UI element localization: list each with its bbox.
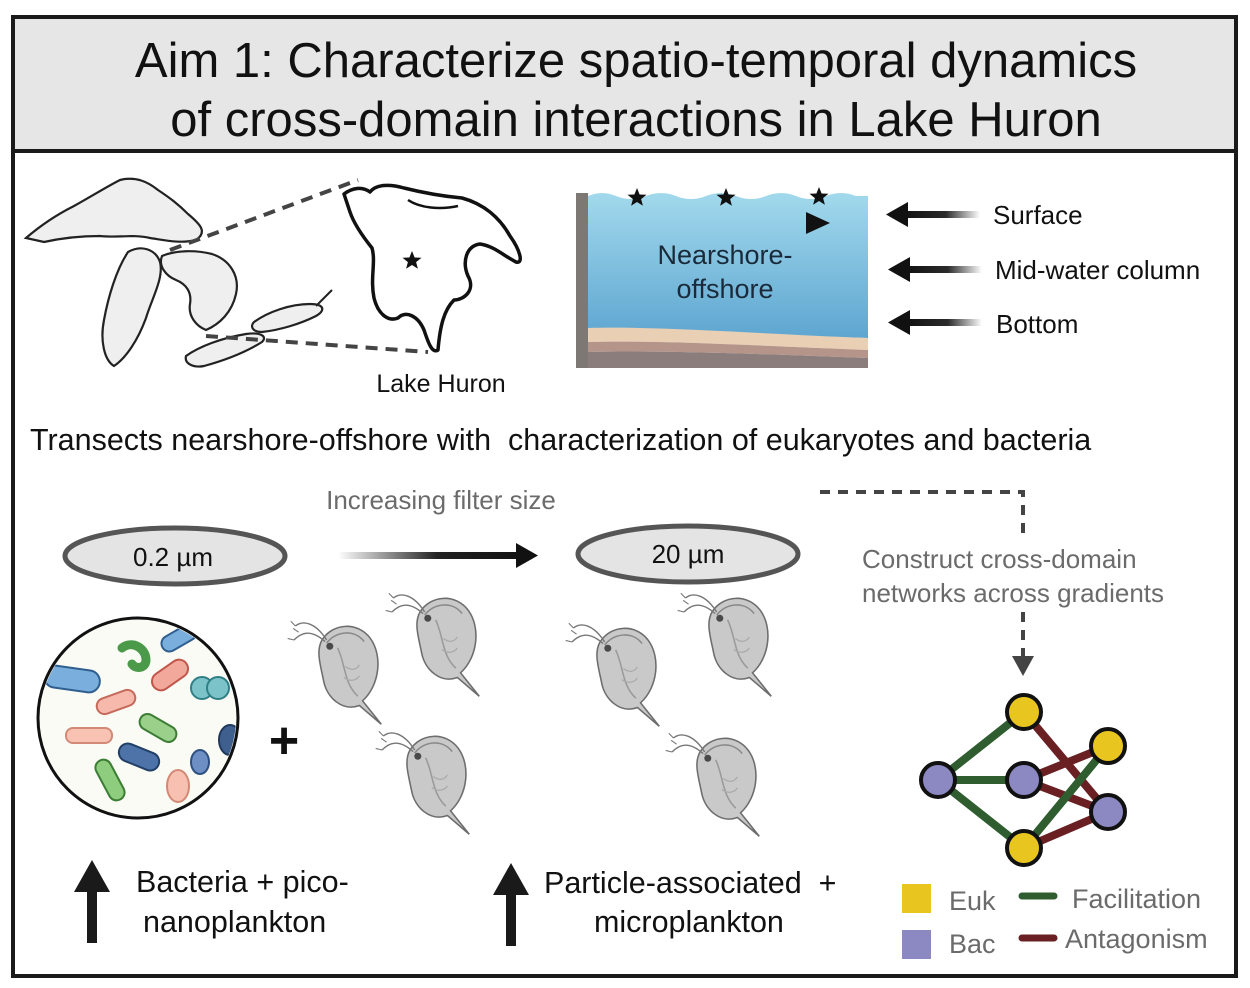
title-banner: Aim 1: Characterize spatio-temporal dyna… — [13, 19, 1236, 153]
station-star-icon-2 — [716, 188, 736, 206]
filter-size-arrow-shaft — [338, 552, 518, 559]
lake-huron-zoomed-shape — [342, 183, 522, 353]
sampling-site-star-icon — [402, 251, 422, 269]
legend-bac-swatch — [902, 930, 931, 959]
nearshore-offshore-arrowhead-icon — [806, 212, 830, 234]
sediment-layer-deep — [588, 351, 868, 368]
zoom-line-top — [169, 178, 359, 252]
lake-michigan-shape — [101, 247, 162, 368]
network-connector-arrowhead-icon — [1012, 656, 1034, 676]
depth-label-bottom: Bottom — [996, 309, 1078, 339]
large-fraction-up-arrow-icon — [493, 863, 529, 895]
lake-erie-shape — [184, 332, 266, 368]
small-fraction-caption: Bacteria + pico- nanoplankton — [74, 860, 349, 943]
legend-euk-label: Euk — [949, 886, 996, 916]
bacteria-circle-illustration — [36, 616, 240, 820]
bacterium-spiral-green-icon — [117, 640, 151, 672]
small-fraction-arrow-shaft — [87, 885, 97, 943]
small-fraction-line-1: Bacteria + pico- — [136, 865, 349, 899]
filter-small-ellipse — [62, 525, 288, 587]
depth-label-mid-water: Mid-water column — [995, 255, 1200, 285]
water-column-diagram: Nearshore- offshore — [576, 187, 868, 368]
legend-euk-swatch — [902, 884, 931, 913]
bottom-arrow-icon — [888, 310, 910, 335]
figure-frame — [11, 15, 1238, 978]
filter-large-label: 20 µm — [652, 539, 725, 569]
surface-arrow-icon — [886, 202, 908, 227]
gradient-label-line-2: offshore — [676, 274, 773, 304]
bacterium-rod-peach-icon — [65, 727, 113, 744]
sediment-layer-sand — [588, 327, 868, 350]
edge-facilitation-4 — [1020, 743, 1112, 851]
cross-domain-network — [919, 693, 1127, 867]
filter-size-arrowhead-icon — [516, 543, 538, 568]
mid-water-arrow-icon — [888, 257, 910, 282]
mid-water-arrow-shaft — [906, 266, 982, 273]
bacterium-rod-green-icon-2 — [94, 758, 126, 802]
small-fraction-line-2: nanoplankton — [143, 905, 326, 939]
network-legend: Euk Bac Facilitation Antagonism — [902, 884, 1208, 959]
plus-sign-icon: + — [269, 712, 299, 770]
legend-antagonism-label: Antagonism — [1065, 924, 1208, 954]
coccus-peach-icon — [166, 769, 190, 803]
node-bac-1 — [919, 761, 957, 799]
lake-ontario-shape — [251, 302, 324, 334]
small-fraction-up-arrow-icon — [74, 860, 110, 892]
great-lakes-map — [23, 177, 333, 368]
large-fraction-arrow-shaft — [506, 888, 516, 946]
bacterium-rod-navy-icon — [117, 742, 161, 772]
node-euk-1 — [1005, 693, 1043, 731]
station-star-icon-1 — [627, 188, 647, 206]
bacterium-rod-pink-icon-2 — [95, 688, 137, 716]
network-caption-line-1: Construct cross-domain — [862, 544, 1137, 574]
manitoulin-island-shape — [407, 198, 459, 210]
title-line-1: Aim 1: Characterize spatio-temporal dyna… — [135, 34, 1137, 88]
large-fraction-caption: Particle-associated + microplankton — [493, 863, 836, 946]
surface-arrow-shaft — [904, 211, 980, 218]
depth-label-surface: Surface — [993, 200, 1083, 230]
water-body — [588, 193, 868, 338]
title-line-2: of cross-domain interactions in Lake Hur… — [170, 93, 1101, 147]
filter-direction-label: Increasing filter size — [326, 485, 556, 515]
bottom-arrow-shaft — [906, 319, 982, 326]
gradient-label-line-1: Nearshore- — [657, 240, 792, 270]
node-euk-3 — [1005, 829, 1043, 867]
lake-huron-small-shape — [159, 250, 238, 332]
lake-huron-label: Lake Huron — [376, 370, 505, 398]
network-caption-line-2: networks across gradients — [862, 578, 1164, 608]
shore-wall — [576, 193, 588, 368]
legend-bac-label: Bac — [949, 929, 996, 959]
coccus-blue-icon — [190, 749, 210, 775]
station-star-icon-3 — [809, 187, 829, 205]
transect-caption: Transects nearshore-offshore with charac… — [30, 423, 1091, 457]
sediment-layer-mid — [588, 341, 868, 358]
node-bac-3 — [1089, 793, 1127, 831]
bacterium-rod-pink-icon — [150, 658, 190, 692]
depth-arrows: Surface Mid-water column Bottom — [886, 200, 1200, 339]
coccus-teal-icon-2 — [206, 676, 230, 700]
large-fraction-line-1: Particle-associated + — [544, 866, 836, 900]
node-bac-2 — [1005, 761, 1043, 799]
st-lawrence-river-shape — [315, 289, 333, 307]
zoom-line-bottom — [205, 334, 429, 354]
legend-facilitation-label: Facilitation — [1072, 884, 1201, 914]
large-fraction-line-2: microplankton — [594, 905, 784, 939]
filter-small-label: 0.2 µm — [133, 542, 213, 572]
lake-superior-shape — [23, 177, 203, 244]
bacterium-rod-green-icon — [138, 713, 178, 743]
filter-large-ellipse — [575, 523, 801, 585]
node-euk-2 — [1089, 727, 1127, 765]
network-connector-top — [820, 490, 1025, 540]
